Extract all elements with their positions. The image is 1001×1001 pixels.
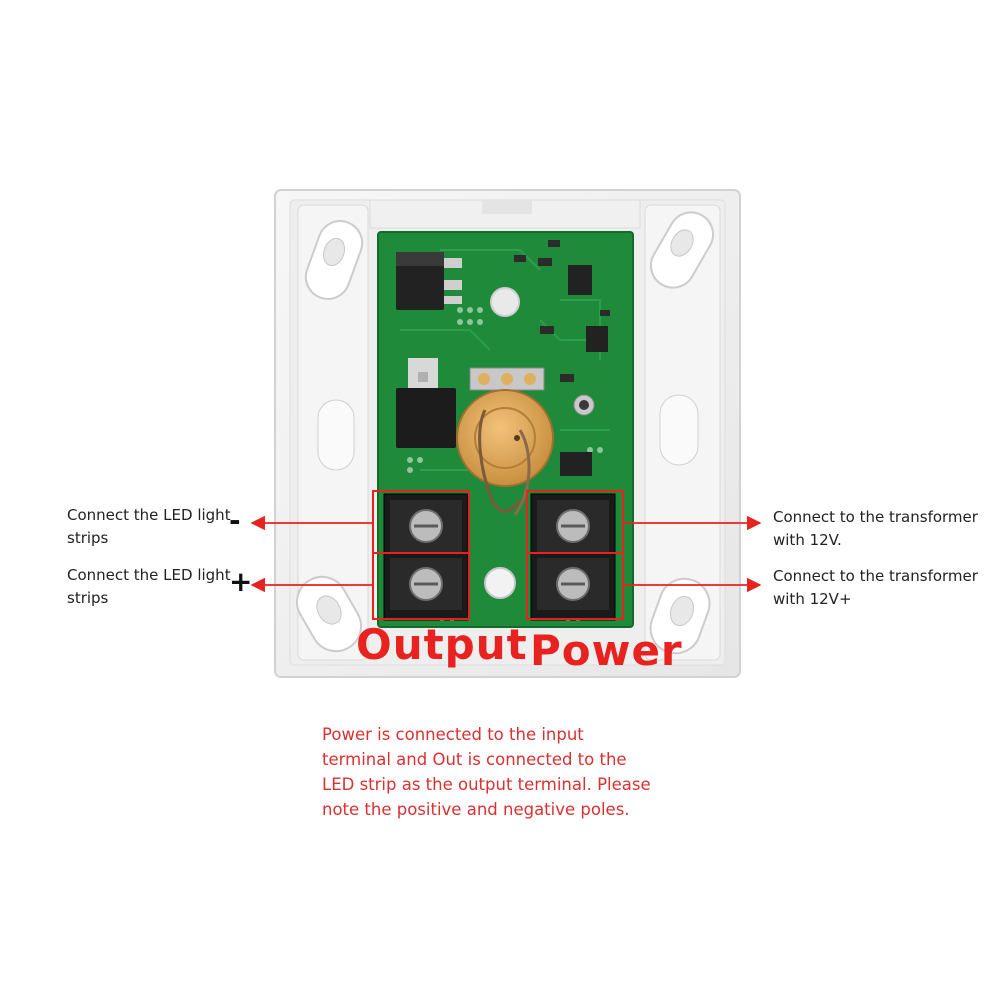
screw-terminal-icon (556, 509, 590, 543)
label-line: Connect the LED light (67, 566, 231, 584)
label-line: strips (67, 589, 109, 607)
highlight-boxes (372, 490, 624, 620)
label-line: Connect to the transformer (773, 508, 978, 526)
label-led-minus: Connect the LED light strips (67, 504, 231, 550)
ic-chip-2 (586, 326, 608, 352)
ic-chip-1 (568, 265, 592, 295)
minus-sign: - (229, 504, 241, 537)
screw-terminal-icon (409, 567, 443, 601)
label-line: strips (67, 529, 109, 547)
screw-terminal-icon (409, 509, 443, 543)
power-terminal-block (530, 493, 616, 621)
mounting-slot-top-left (304, 220, 364, 300)
terminal-blocks (383, 493, 616, 621)
mounting-slot-mid-left (317, 399, 355, 471)
plus-sign: + (229, 565, 253, 598)
potentiometer-icon (456, 367, 554, 516)
mounting-slot-bottom-left (296, 575, 362, 653)
highlight-power-plus (526, 552, 624, 620)
mounting-slot-bottom-right (649, 577, 711, 655)
label-line: with 12V+ (773, 590, 852, 608)
label-transformer-minus: Connect to the transformer with 12V. (773, 506, 978, 552)
power-annotation: Power (530, 626, 683, 675)
voltage-regulator-top (396, 252, 462, 310)
note-line: LED strip as the output terminal. Please (322, 775, 651, 794)
arrows (250, 515, 762, 593)
label-led-plus: Connect the LED light strips (67, 564, 231, 610)
capacitor (573, 394, 595, 416)
label-line: Connect to the transformer (773, 567, 978, 585)
note-line: note the positive and negative poles. (322, 800, 630, 819)
label-transformer-plus: Connect to the transformer with 12V+ (773, 565, 978, 611)
mosfet-chip (396, 358, 456, 448)
screw-terminal-icon (556, 567, 590, 601)
ic-chip-3 (560, 452, 592, 476)
highlight-output-plus (372, 552, 470, 620)
mounting-slot-mid-right (659, 394, 699, 466)
output-terminal-block (383, 493, 469, 621)
note-line: Power is connected to the input (322, 725, 584, 744)
wiring-note: Power is connected to the input terminal… (322, 722, 652, 822)
mounting-slots (296, 211, 714, 655)
note-line: terminal and Out is connected to the (322, 750, 627, 769)
mounting-slot-top-right (650, 211, 714, 289)
label-line: with 12V. (773, 531, 842, 549)
output-annotation: Output (356, 620, 528, 669)
indicator-led (484, 567, 516, 599)
label-line: Connect the LED light (67, 506, 231, 524)
